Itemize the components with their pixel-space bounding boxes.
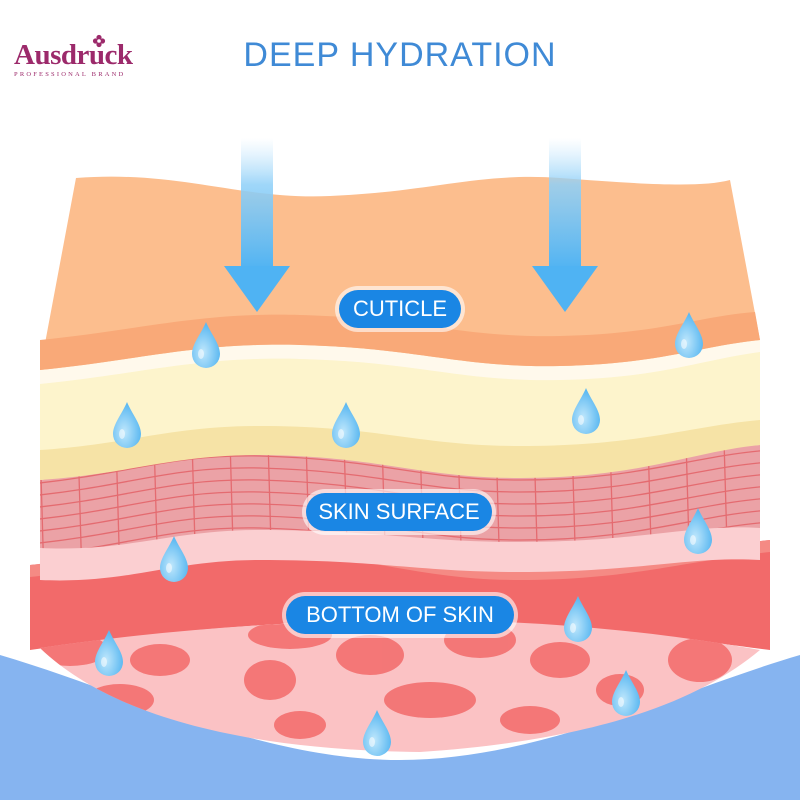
label-bottom-of-skin: BOTTOM OF SKIN — [286, 596, 514, 634]
water-drop-highlight — [166, 563, 172, 573]
water-drop-highlight — [198, 349, 204, 359]
brand-name: Ausdruck — [14, 39, 133, 71]
grid-line — [40, 449, 760, 485]
water-drop-highlight — [101, 657, 107, 667]
water-drop-highlight — [681, 339, 687, 349]
water-drop-highlight — [570, 623, 576, 633]
water-drop-highlight — [690, 535, 696, 545]
layer-cuticle — [40, 176, 760, 370]
water-drop-highlight — [618, 697, 624, 707]
water-drop-highlight — [369, 737, 375, 747]
water-base — [0, 655, 800, 800]
label-cuticle: CUTICLE — [339, 290, 461, 328]
brand-subtitle: PROFESSIONAL BRAND — [14, 71, 126, 78]
layer-middle — [40, 340, 760, 480]
water-drop-highlight — [119, 429, 125, 439]
water-drop-highlight — [338, 429, 344, 439]
water-arrow-icon — [532, 138, 598, 312]
page-title: DEEP HYDRATION — [243, 36, 557, 74]
droplets — [95, 312, 712, 756]
label-skin-surface: SKIN SURFACE — [306, 493, 492, 531]
grid-line — [40, 461, 760, 497]
water-arrow-icon — [224, 138, 290, 312]
water-drop-highlight — [578, 415, 584, 425]
flower-icon — [92, 34, 106, 48]
brand-logo: Ausdruck PROFESSIONAL BRAND — [14, 34, 150, 78]
